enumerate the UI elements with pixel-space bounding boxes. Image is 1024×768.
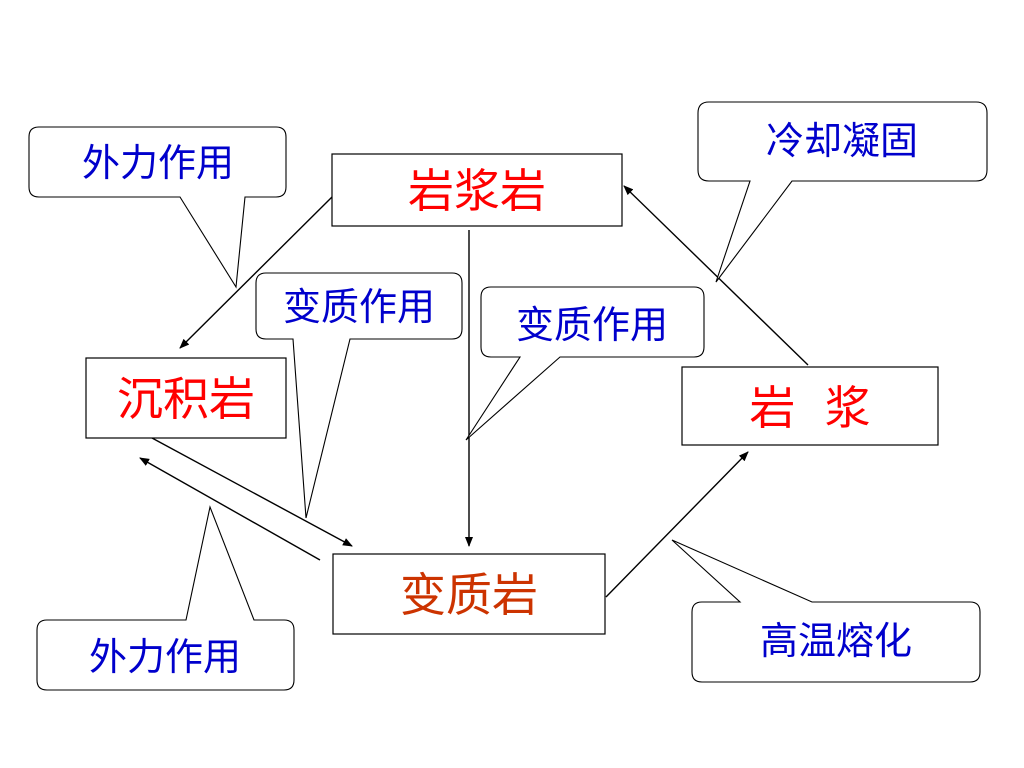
node-magmatic-rock-label: 岩浆岩	[408, 164, 546, 218]
callout-cooling-solidification-label: 冷却凝固	[766, 119, 918, 163]
callout-external-force-bottom: 外力作用	[36, 505, 295, 691]
node-metamorphic-rock: 变质岩	[332, 553, 606, 635]
callout-external-force-bottom-label: 外力作用	[89, 635, 241, 679]
callout-cooling-solidification: 冷却凝固	[697, 101, 988, 283]
node-magma: 岩 浆	[681, 366, 939, 446]
node-magma-label: 岩 浆	[749, 381, 870, 435]
arrow-magma-to-magmatic	[623, 185, 809, 366]
callout-metamorphism-right-label: 变质作用	[516, 303, 668, 347]
node-magmatic-rock: 岩浆岩	[331, 153, 623, 227]
node-metamorphic-rock-label: 变质岩	[400, 568, 538, 622]
arrow-magmatic-to-sedimentary	[179, 196, 333, 349]
node-sedimentary-rock-label: 沉积岩	[117, 372, 255, 426]
callout-external-force-top-label: 外力作用	[82, 141, 234, 185]
callout-metamorphism-left-label: 变质作用	[283, 285, 435, 329]
node-sedimentary-rock: 沉积岩	[85, 357, 287, 439]
callout-high-temp-melting: 高温熔化	[671, 539, 981, 683]
callout-metamorphism-left: 变质作用	[255, 272, 463, 519]
arrow-sedimentary-to-metamorphic	[151, 437, 353, 547]
arrow-metamorphic-to-sedimentary	[139, 457, 321, 561]
callout-metamorphism-right: 变质作用	[465, 286, 705, 441]
callout-external-force-top: 外力作用	[28, 126, 287, 289]
arrow-metamorphic-to-magma	[605, 451, 749, 598]
callout-high-temp-melting-label: 高温熔化	[760, 619, 912, 663]
